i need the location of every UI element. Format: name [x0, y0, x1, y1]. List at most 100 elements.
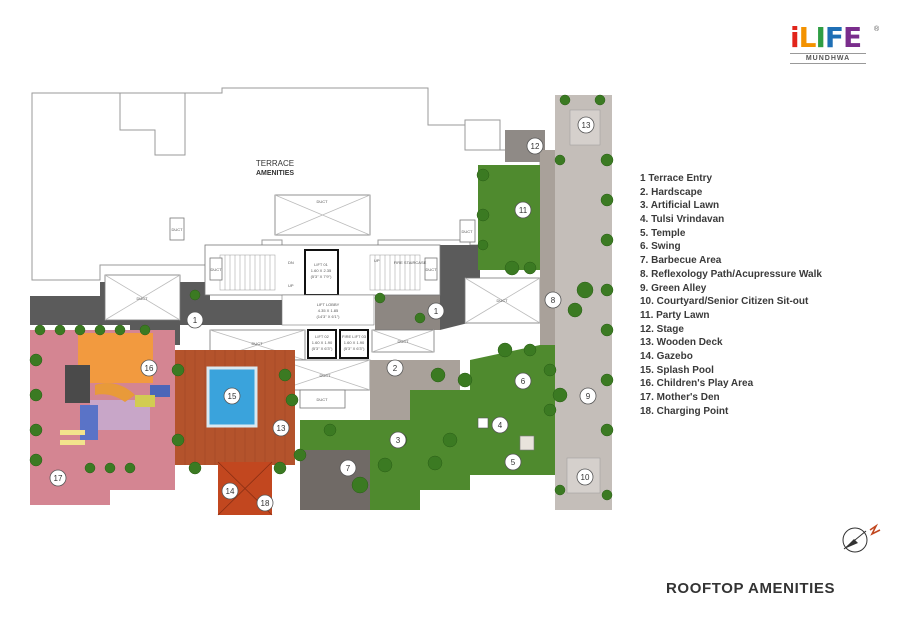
temple	[519, 435, 535, 451]
svg-text:18: 18	[261, 499, 270, 508]
svg-text:LIFT 02: LIFT 02	[315, 334, 329, 339]
svg-text:11: 11	[519, 206, 528, 215]
marker-16: 16	[140, 359, 158, 377]
marker-12: 12	[526, 137, 544, 155]
amenities-legend: 1 Terrace Entry 2. Hardscape 3. Artifici…	[640, 172, 822, 418]
brand-logo: iLIFE ® MUNDHWA	[790, 24, 880, 66]
svg-text:8: 8	[551, 296, 556, 305]
svg-text:DUCT: DUCT	[251, 341, 263, 346]
svg-text:9: 9	[586, 392, 591, 401]
marker-9: 9	[579, 387, 597, 405]
svg-text:16: 16	[145, 364, 154, 373]
svg-text:1.60 X 1.90: 1.60 X 1.90	[312, 340, 333, 345]
legend-item: 14. Gazebo	[640, 350, 693, 362]
svg-text:3: 3	[396, 436, 401, 445]
marker-8: 8	[544, 291, 562, 309]
brand-wordmark: iLIFE	[790, 21, 862, 54]
svg-text:4: 4	[498, 421, 503, 430]
svg-text:6: 6	[521, 377, 526, 386]
legend-item: 13. Wooden Deck	[640, 337, 723, 349]
marker-11: 11	[514, 201, 532, 219]
legend-item: 9. Green Alley	[640, 282, 707, 294]
courtyard	[566, 457, 601, 494]
terrace-step	[119, 93, 186, 156]
marker-13a: 13	[577, 116, 595, 134]
svg-text:(14'3" X 6'1"): (14'3" X 6'1")	[316, 314, 340, 319]
legend-item: 15. Splash Pool	[640, 364, 714, 376]
svg-text:15: 15	[228, 392, 237, 401]
svg-text:13: 13	[277, 424, 286, 433]
tulsi-vrindavan	[477, 417, 489, 429]
legend-item: 4. Tulsi Vrindavan	[640, 214, 725, 226]
svg-text:17: 17	[54, 474, 63, 483]
lift-02	[307, 329, 337, 359]
svg-text:1: 1	[193, 316, 198, 325]
marker-5: 5	[504, 453, 522, 471]
svg-text:DUCT: DUCT	[210, 267, 222, 272]
svg-text:13: 13	[582, 121, 591, 130]
legend-item: 12. Stage	[640, 323, 684, 335]
svg-text:UP: UP	[288, 283, 294, 288]
svg-text:2: 2	[393, 364, 398, 373]
svg-text:DUCT: DUCT	[496, 298, 508, 303]
svg-text:1.60 X 2.35: 1.60 X 2.35	[311, 268, 332, 273]
marker-3: 3	[389, 431, 407, 449]
legend-item: 5. Temple	[640, 227, 686, 239]
svg-text:DUCT: DUCT	[461, 229, 473, 234]
legend-item: 6. Swing	[640, 241, 681, 253]
legend-item: 17. Mother's Den	[640, 392, 720, 403]
marker-13b: 13	[272, 419, 290, 437]
svg-text:DUCT: DUCT	[397, 339, 409, 344]
staircase-right	[369, 254, 421, 291]
marker-18: 18	[256, 494, 274, 512]
svg-text:1: 1	[434, 307, 439, 316]
registered-mark: ®	[874, 26, 880, 33]
fire-lift-03	[339, 329, 369, 359]
svg-text:DUCT: DUCT	[136, 296, 148, 301]
staircase-left	[219, 254, 276, 291]
marker-6: 6	[514, 372, 532, 390]
legend-item: 18. Charging Point	[640, 405, 729, 417]
terrace-sublabel: AMENITIES	[256, 170, 294, 177]
svg-text:DUCT: DUCT	[425, 267, 437, 272]
svg-text:14: 14	[226, 487, 235, 496]
svg-text:(5'3" X 7'9"): (5'3" X 7'9")	[311, 274, 332, 279]
marker-4: 4	[491, 416, 509, 434]
terrace-label: TERRACE	[256, 159, 294, 168]
svg-text:7: 7	[346, 464, 351, 473]
room-labels: DUCT DUCT DUCT DUCT DUCT DUCT DUCT DUCT …	[136, 199, 508, 402]
page-title: ROOFTOP AMENITIES	[666, 580, 836, 597]
marker-7: 7	[339, 459, 357, 477]
svg-text:12: 12	[531, 142, 540, 151]
green-alley	[555, 95, 612, 510]
north-arrow-icon	[842, 523, 881, 553]
svg-text:DN: DN	[288, 260, 294, 265]
svg-text:DUCT: DUCT	[171, 227, 183, 232]
svg-text:1.60 X 1.90: 1.60 X 1.90	[344, 340, 365, 345]
lift-01	[304, 249, 339, 296]
svg-text:FIRE LIFT 03: FIRE LIFT 03	[342, 334, 367, 339]
marker-1a: 1	[186, 311, 204, 329]
legend-item: 11. Party Lawn	[640, 309, 710, 321]
marker-17: 17	[49, 469, 67, 487]
legend-item: 2. Hardscape	[640, 186, 703, 198]
svg-text:10: 10	[581, 473, 590, 482]
marker-1b: 1	[427, 302, 445, 320]
lift-lobby	[281, 294, 375, 326]
svg-text:UP: UP	[374, 258, 380, 263]
svg-text:LIFT LOBBY: LIFT LOBBY	[317, 302, 340, 307]
svg-text:5: 5	[511, 458, 516, 467]
amenity-markers: 1 1 2 3 4 5 6 7 8 9 10 11 12 13 13 14 15…	[49, 116, 597, 512]
legend-item: 3. Artificial Lawn	[640, 200, 720, 212]
marker-2: 2	[386, 359, 404, 377]
svg-text:DUCT: DUCT	[319, 373, 331, 378]
legend-item: 1 Terrace Entry	[640, 173, 713, 184]
svg-text:(5'3" X 6'3"): (5'3" X 6'3")	[312, 346, 333, 351]
svg-text:(5'3" X 6'3"): (5'3" X 6'3")	[344, 346, 365, 351]
svg-text:DUCT: DUCT	[316, 199, 328, 204]
party-lawn	[478, 165, 546, 270]
svg-text:DUCT: DUCT	[316, 397, 328, 402]
legend-item: 10. Courtyard/Senior Citizen Sit-out	[640, 296, 809, 308]
svg-text:FIRE STAIRCASE: FIRE STAIRCASE	[394, 260, 427, 265]
